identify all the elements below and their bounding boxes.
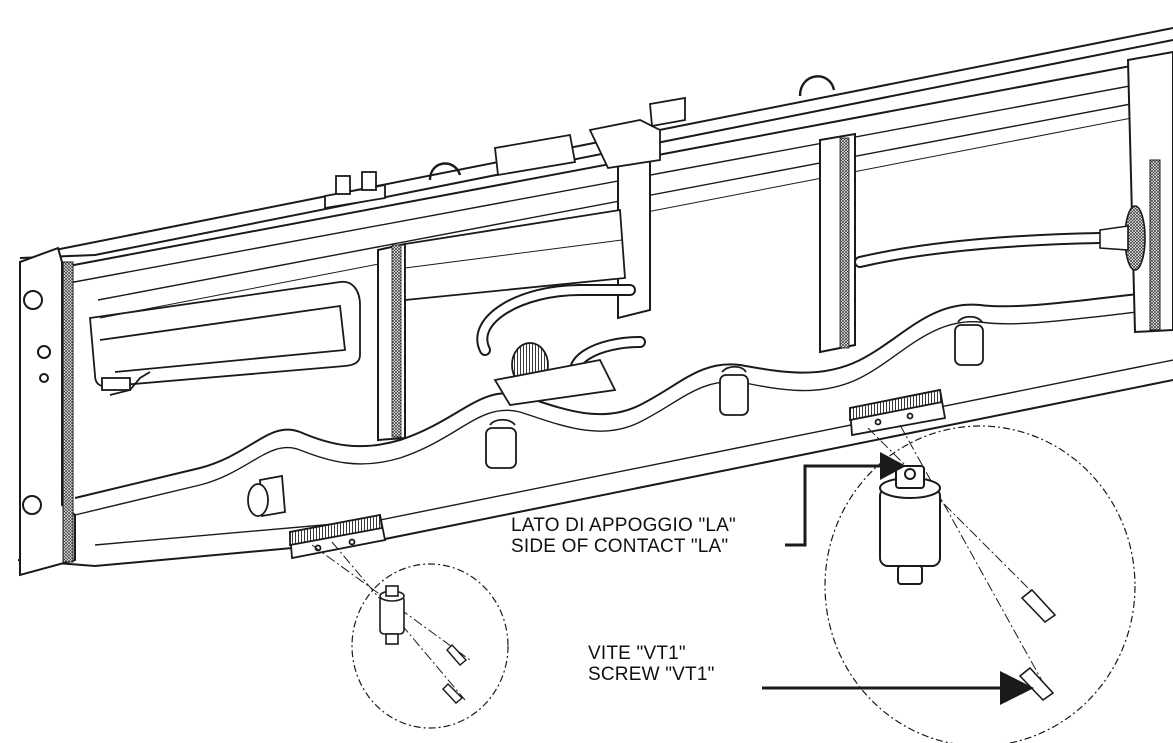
- cylinder: [404, 208, 626, 406]
- guide-pad-3: [719, 365, 749, 416]
- end-plate: [19, 246, 76, 577]
- callout-screw-en: SCREW "VT1": [588, 664, 715, 685]
- arrow-contact-side-icon: [880, 452, 906, 480]
- leader-screw: [762, 671, 1034, 705]
- guide-pads: [247, 315, 984, 518]
- callout-screw-it: VITE "VT1": [588, 643, 686, 664]
- detail-circle-large: [824, 424, 1136, 743]
- callout-contact-side-en: SIDE OF CONTACT "LA": [511, 536, 729, 557]
- detail-circle-small: [311, 541, 509, 729]
- frame-beam: [17, 27, 1173, 567]
- screw-small-2: [442, 683, 464, 704]
- callout-contact-side-it: LATO DI APPOGGIO "LA": [511, 515, 737, 536]
- screw-vt1-lower: [1018, 666, 1055, 702]
- right-end: [1126, 50, 1173, 334]
- contact-plates: [289, 388, 947, 560]
- guide-pad-2: [485, 418, 517, 469]
- guide-roller-large: [879, 465, 941, 585]
- inner-piping: [89, 280, 361, 396]
- guide-roller-small: [379, 585, 405, 645]
- callout-contact-side: LATO DI APPOGGIO "LA" SIDE OF CONTACT "L…: [511, 515, 736, 557]
- arrow-screw-icon: [1000, 671, 1034, 705]
- guide-pad-4: [954, 315, 984, 366]
- callout-screw: VITE "VT1" SCREW "VT1": [588, 643, 715, 685]
- leader-contact-side: [785, 452, 906, 547]
- guide-pad-1: [247, 474, 286, 518]
- top-fittings: [324, 75, 836, 210]
- screw-vt1-upper: [1020, 588, 1057, 624]
- screw-small-1: [446, 643, 468, 666]
